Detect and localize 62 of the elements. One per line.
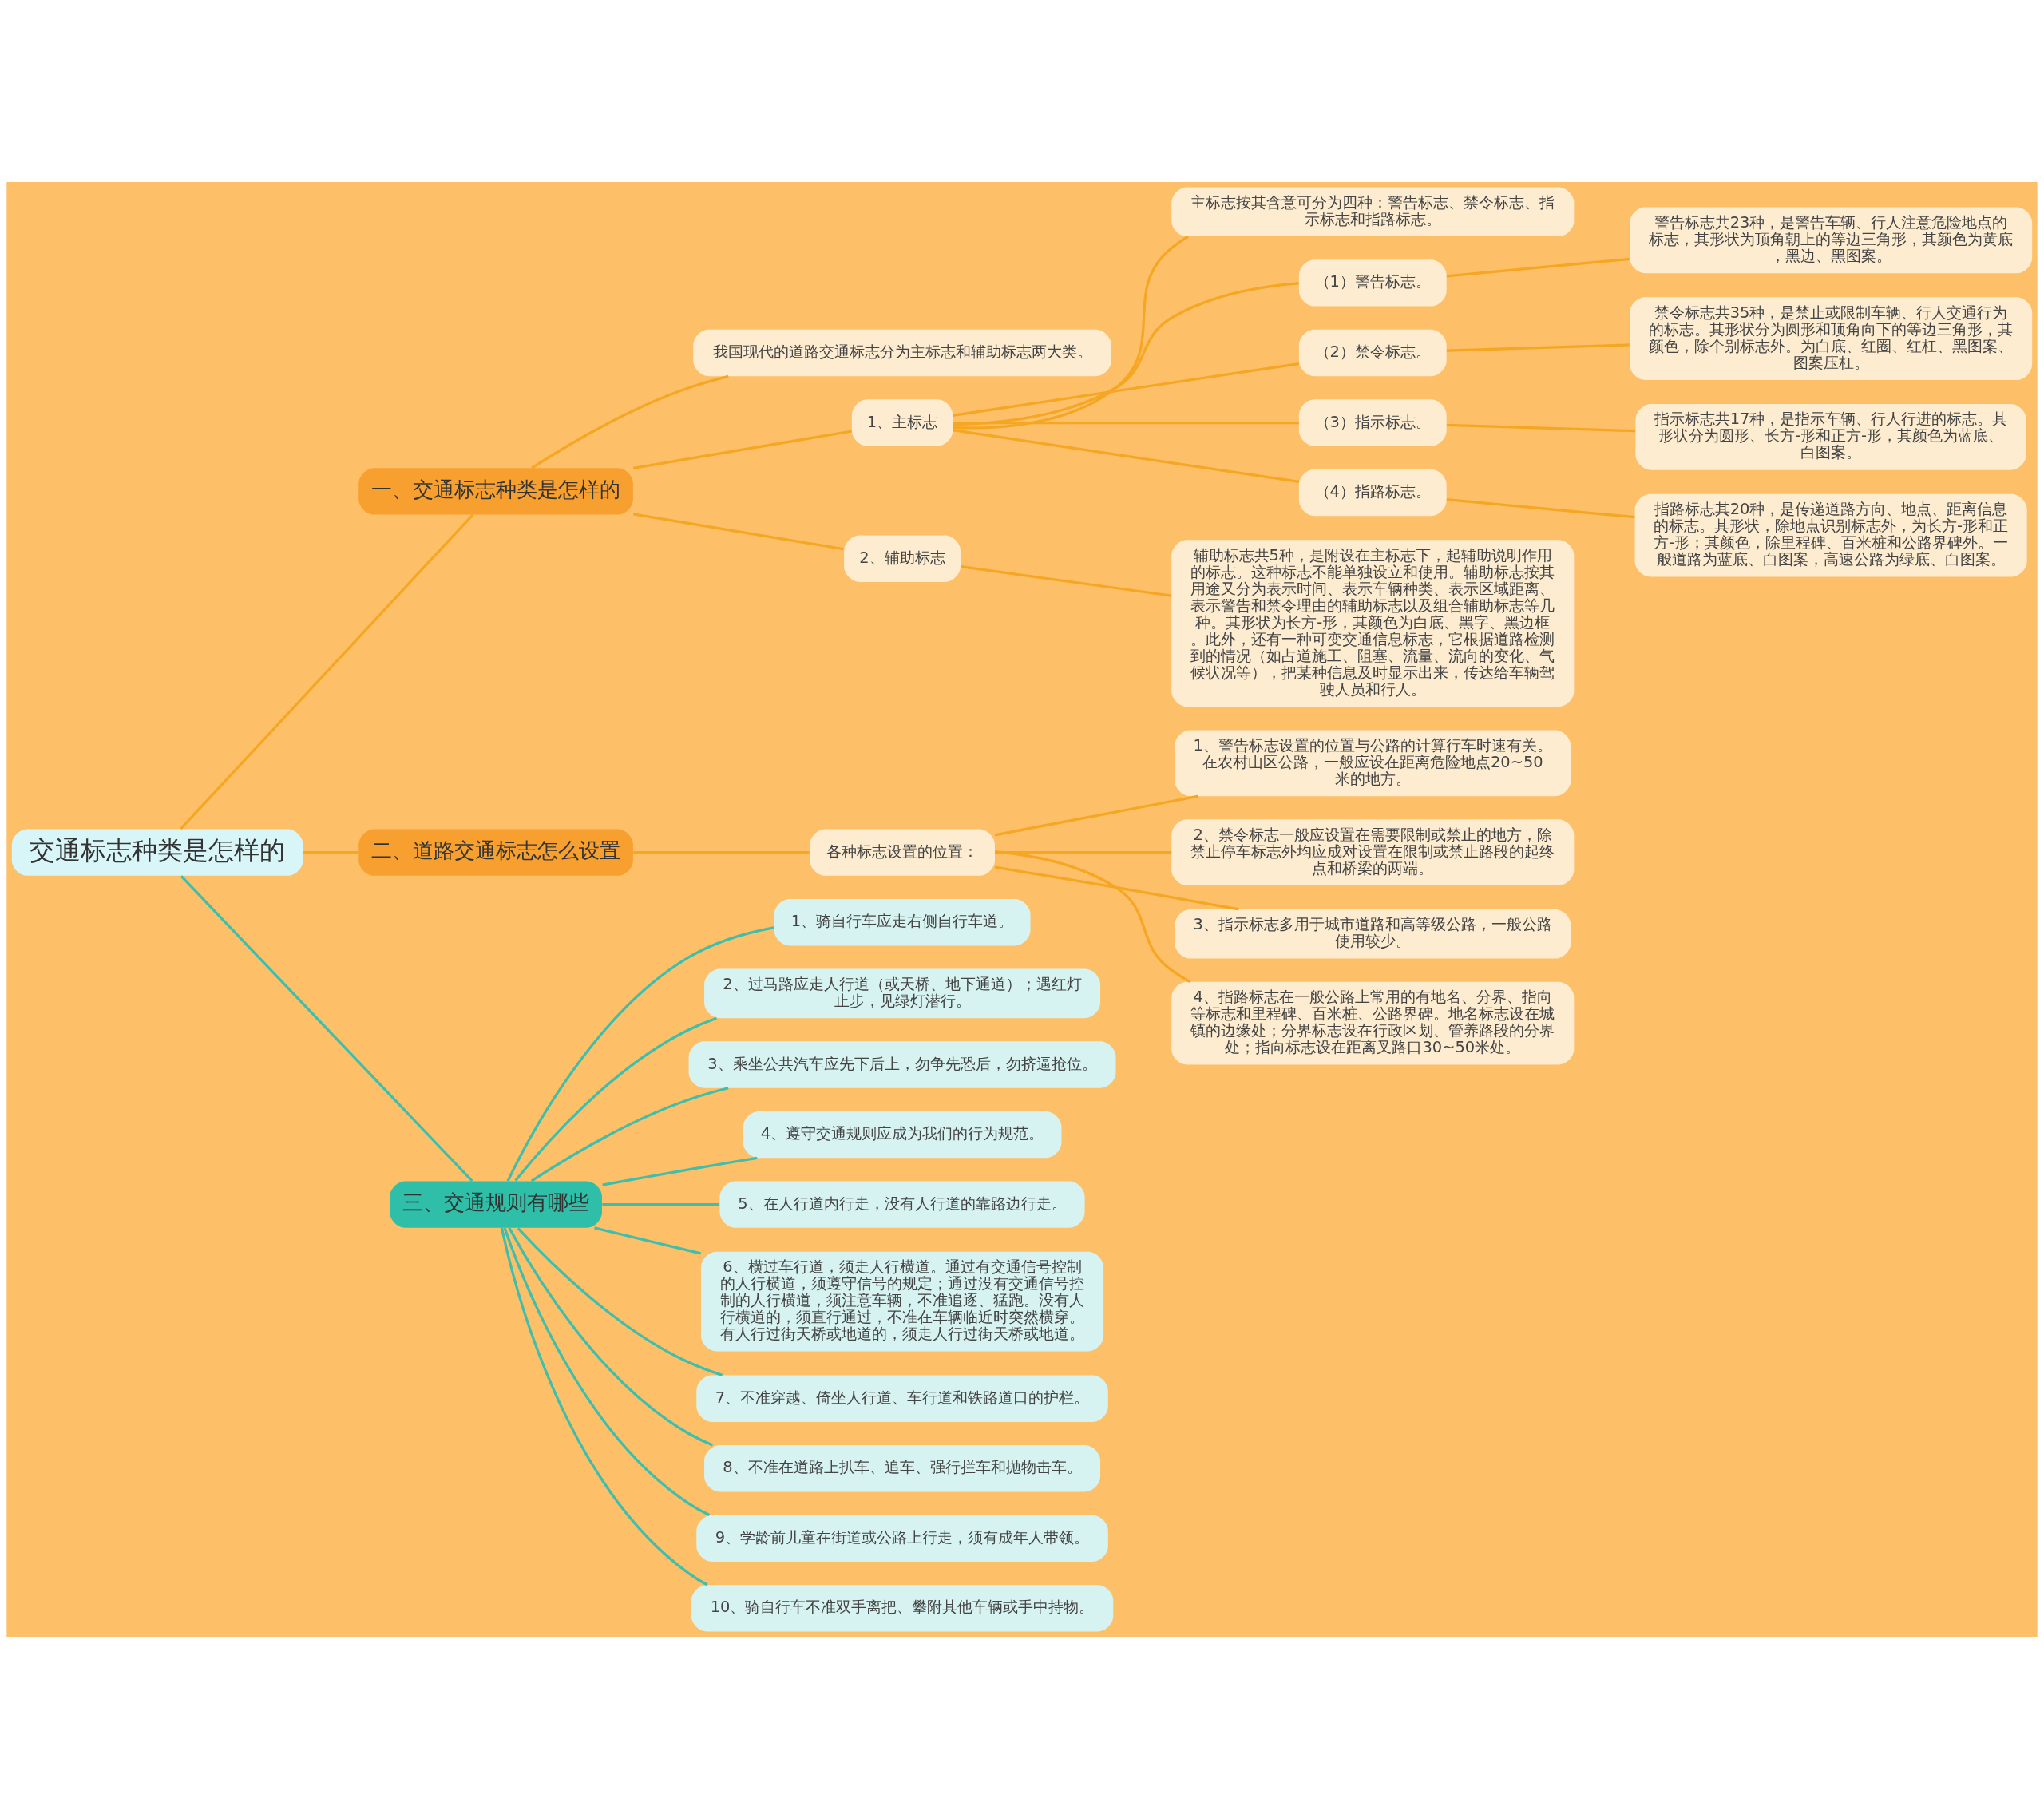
node-box: （1）警告标志。 bbox=[1298, 259, 1447, 307]
node-box: 主标志按其含意可分为四种：警告标志、禁令标志、指示标志和指路标志。 bbox=[1171, 187, 1575, 236]
node-box: 6、横过车行道，须走人行横道。通过有交通信号控制的人行横道，须遵守信号的规定；通过没有交通信号控制的人行横道，须注意车辆，不准追逐、猛跑。没有人行横道的，须直行通过，不准在车辆临近时突然横穿。有人行过街天桥或地道的，须走人行过街天桥或地道。 bbox=[701, 1251, 1104, 1352]
connector bbox=[1446, 257, 1630, 277]
node-box: 禁令标志共35种，是禁止或限制车辆、行人交通行为的标志。其形状分为圆形和顶角向下的等边三角形，其颜色，除个别标志外。为白底、红圈、红杠、黑图案、图案压杠。 bbox=[1630, 296, 2033, 380]
connector bbox=[503, 1226, 711, 1516]
connector bbox=[1446, 343, 1630, 352]
node-box: 2、辅助标志 bbox=[844, 535, 961, 582]
node-box: （4）指路标志。 bbox=[1298, 469, 1447, 516]
node-box: 1、主标志 bbox=[851, 398, 953, 446]
node-box: 辅助标志共5种，是附设在主标志下，起辅助说明作用的标志。这种标志不能单独设立和使用。辅助标志按其用途又分为表示时间、表示车辆种类、表示区域距离、表示警告和禁令理由的辅助标志以及组合辅助标志等几种。其形状为长方-形，其颜色为白底、黑字、黑边框。此外，还有一种可变交通信息标志，它根据道路检测到的情况（如占道施工、阻塞、流量、流向的变化、气候状况等），把某种信息及时显示出来，传达给车辆驾驶人员和行人。 bbox=[1171, 539, 1575, 707]
connector bbox=[594, 1226, 702, 1254]
connector bbox=[995, 850, 1191, 983]
connector bbox=[506, 925, 774, 1182]
connector bbox=[508, 1226, 714, 1447]
connector bbox=[517, 1226, 723, 1376]
node-box: 7、不准穿越、倚坐人行道、车行道和铁路道口的护栏。 bbox=[696, 1375, 1108, 1422]
connector bbox=[1446, 423, 1636, 432]
node-box: 交通标志种类是怎样的 bbox=[11, 829, 303, 876]
node-box: 4、指路标志在一般公路上常用的有地名、分界、指向等标志和里程碑、百米桩、公路界碑。地名标志设在城镇的边缘处；分界标志设在行政区划、管养路段的分界处；指向标志设在距离叉路口30~50米处。 bbox=[1171, 981, 1575, 1064]
connector bbox=[303, 850, 358, 854]
node-box: 2、过马路应走人行道（或天桥、地下通道）；遇红灯止步，见绿灯潜行。 bbox=[704, 968, 1101, 1018]
node-box: 10、骑自行车不准双手离把、攀附其他车辆或手中持物。 bbox=[691, 1584, 1114, 1631]
connector bbox=[994, 794, 1199, 836]
connector bbox=[602, 1202, 720, 1206]
connector bbox=[953, 235, 1189, 430]
connector bbox=[632, 512, 844, 550]
connector bbox=[961, 564, 1172, 597]
node-box: 指路标志其20种，是传递道路方向、地点、距离信息的标志。其形状，除地点识别标志外，为长方-形和正方-形；其颜色，除里程碑、百米桩和公路界碑外。一般道路为蓝底、白图案，高速公路为绿底、白图案。 bbox=[1634, 493, 2027, 576]
node-box: 二、道路交通标志怎么设置 bbox=[358, 829, 633, 876]
connector bbox=[530, 1086, 729, 1182]
connector bbox=[953, 421, 1299, 424]
connector bbox=[514, 1016, 717, 1182]
node-box: 3、乘坐公共汽车应先下后上，勿争先恐后，勿挤逼抢位。 bbox=[688, 1040, 1116, 1088]
node-box: （2）禁令标志。 bbox=[1298, 329, 1447, 376]
connector bbox=[953, 281, 1299, 426]
node-box: 各种标志设置的位置： bbox=[810, 829, 995, 876]
node-box: 8、不准在道路上扒车、追车、强行拦车和抛物击车。 bbox=[704, 1444, 1101, 1491]
connector bbox=[500, 1226, 708, 1586]
node-box: 9、学龄前儿童在街道或公路上行走，须有成年人带领。 bbox=[696, 1515, 1108, 1562]
connector bbox=[953, 428, 1300, 483]
connector bbox=[633, 850, 810, 854]
connector bbox=[995, 850, 1172, 854]
node-box: 5、在人行道内行走，没有人行道的靠路边行走。 bbox=[719, 1180, 1085, 1228]
connector bbox=[180, 874, 473, 1182]
connector bbox=[602, 1156, 758, 1186]
connector bbox=[632, 429, 852, 469]
connector bbox=[180, 513, 474, 830]
node-box: 指示标志共17种，是指示车辆、行人行进的标志。其形状分为圆形、长方-形和正方-形，其颜色为蓝底、白图案。 bbox=[1635, 403, 2026, 470]
node-box: 1、骑自行车应走右侧自行车道。 bbox=[774, 898, 1031, 945]
node-box: 4、遵守交通规则应成为我们的行为规范。 bbox=[743, 1111, 1062, 1158]
node-box: （3）指示标志。 bbox=[1298, 398, 1447, 446]
connector bbox=[531, 374, 729, 469]
node-box: 警告标志共23种，是警告车辆、行人注意危险地点的标志，其形状为顶角朝上的等边三角形，其颜色为黄底，黑边、黑图案。 bbox=[1630, 207, 2033, 273]
node-box: 我国现代的道路交通标志分为主标志和辅助标志两大类。 bbox=[693, 329, 1111, 376]
connector bbox=[1446, 497, 1635, 518]
node-box: 2、禁令标志一般应设置在需要限制或禁止的地方，除禁止停车标志外均应成对设置在限制或禁止路段的起终点和桥梁的两端。 bbox=[1171, 818, 1575, 885]
node-box: 三、交通规则有哪些 bbox=[390, 1180, 602, 1228]
node-box: 1、警告标志设置的位置与公路的计算行车时速有关。在农村山区公路，一般应设在距离危险地点20~50米的地方。 bbox=[1175, 730, 1571, 796]
connector bbox=[953, 362, 1300, 417]
node-box: 3、指示标志多用于城市道路和高等级公路，一般公路使用较少。 bbox=[1175, 909, 1571, 959]
node-box: 一、交通标志种类是怎样的 bbox=[358, 467, 633, 515]
